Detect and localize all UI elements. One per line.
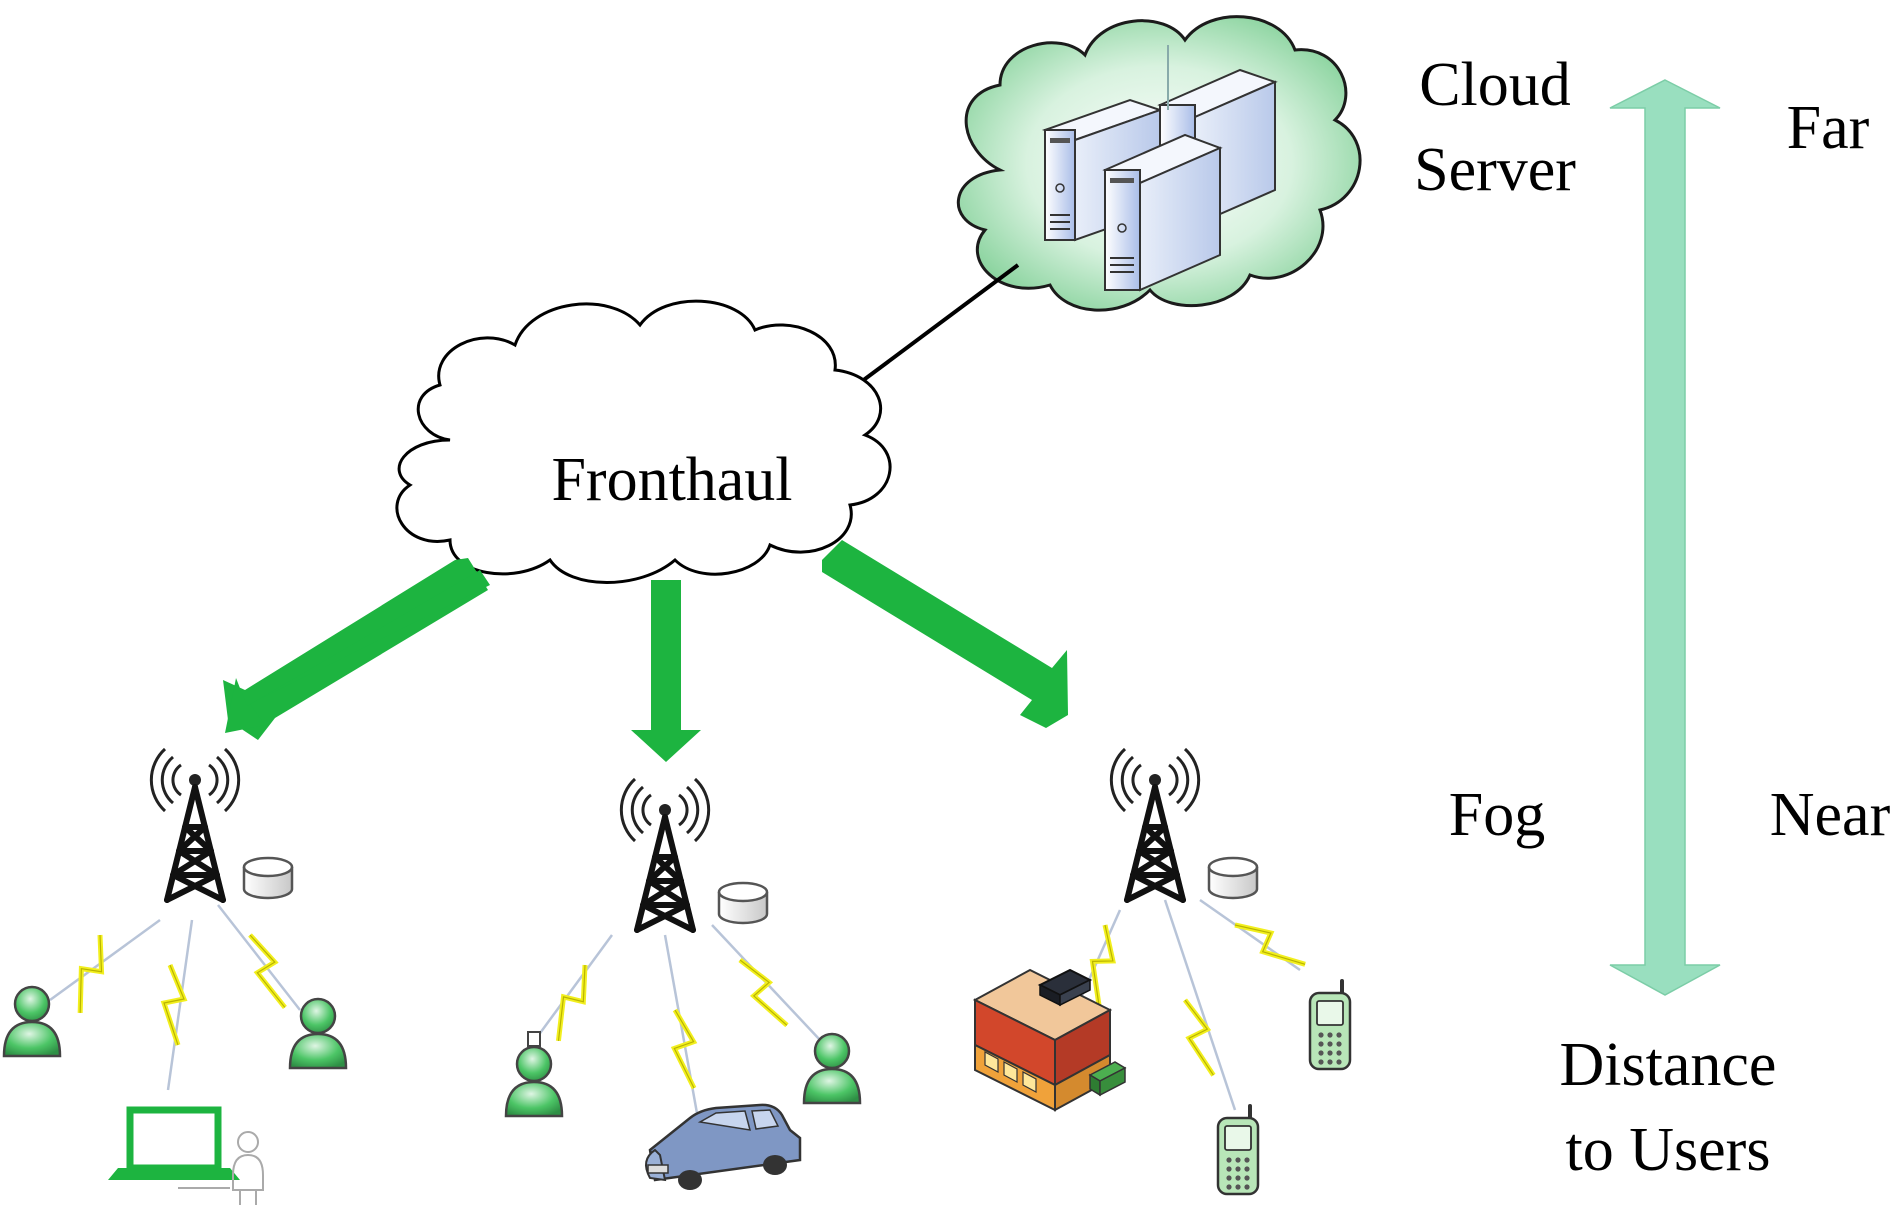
wireless-link-icon [1179,996,1219,1078]
mobile-phone-icon [1308,979,1352,1071]
fronthaul-label: Fronthaul [551,446,792,514]
fog-tower-icon [621,779,708,930]
far-label: Far [1787,94,1870,162]
user-icon [504,1031,564,1118]
wireless-link-icon [735,953,792,1032]
fronthaul-flow-arrows [223,540,1068,762]
fog-label: Fog [1449,781,1545,849]
fog-storage-icon [242,856,294,900]
cloud-label-line2: Server [1414,136,1576,204]
near-label: Near [1770,781,1891,849]
fog-tower-icon [1111,749,1198,900]
mobile-phone-icon [1216,1104,1260,1196]
flow-arrow-center [631,580,701,762]
user-icon [802,1032,862,1105]
wireless-link-icon [67,933,113,1015]
cloud-label-line1: Cloud [1419,51,1571,119]
distance-label-line2: to Users [1566,1116,1771,1184]
store-building-icon [972,968,1127,1112]
distance-label-line1: Distance [1560,1031,1777,1099]
fog-storage-icon [717,881,769,925]
distance-arrow [1609,79,1721,996]
wireless-link-icon [1085,924,1119,1006]
laptop-user-icon [108,1106,264,1205]
flow-arrow-right [822,540,1068,728]
flow-arrow-left [223,558,490,740]
wireless-link-icon [244,930,290,1012]
fog-node-left [2,749,348,1205]
car-icon [645,1103,802,1190]
cloud-server-icon [956,15,1362,312]
fronthaul-cloud-icon [395,299,892,584]
fog-tower-icon [151,749,238,900]
wireless-link-icon [546,962,598,1043]
fog-node-right [972,749,1352,1196]
fog-node-center [504,779,862,1190]
fog-storage-icon [1207,856,1259,900]
